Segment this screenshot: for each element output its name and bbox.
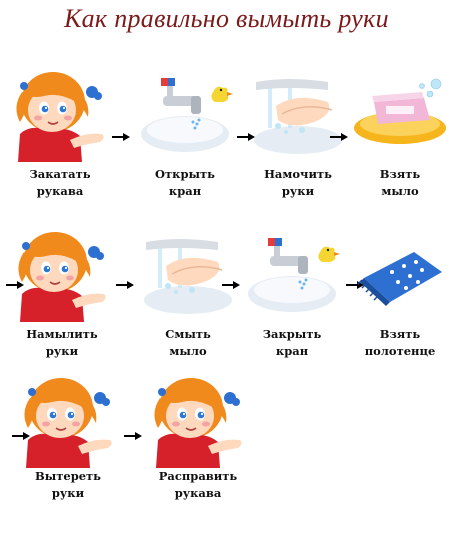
step-take-towel: Взять полотенце xyxy=(350,222,450,367)
arrow-right-icon xyxy=(112,133,130,141)
wet-hands-image xyxy=(248,62,348,162)
arrow-right-icon xyxy=(124,432,142,440)
step-caption: Взять полотенце xyxy=(346,326,453,360)
caption-line-1: Взять xyxy=(379,167,421,181)
step-open-tap: Открыть кран xyxy=(135,62,235,207)
caption-line-1: Открыть xyxy=(155,167,215,181)
caption-line-1: Взять xyxy=(379,327,421,341)
girl-drying-image xyxy=(18,368,118,468)
step-take-soap: Взять мыло xyxy=(350,62,450,207)
arrow-right-icon xyxy=(116,281,134,289)
towel-image xyxy=(350,222,450,322)
step-rinse-soap: Смыть мыло xyxy=(138,222,238,367)
step-roll-down-sleeves: Расправить рукава xyxy=(148,368,248,513)
caption-line-1: Закатать xyxy=(29,167,91,181)
caption-line-1: Смыть xyxy=(165,327,211,341)
caption-line-2: рукава xyxy=(36,184,84,198)
caption-line-2: руки xyxy=(281,184,315,198)
closed-tap-image xyxy=(242,222,342,322)
step-caption: Намылить руки xyxy=(8,326,116,360)
girl-smoothing-sleeves-image xyxy=(148,368,248,468)
caption-line-2: кран xyxy=(168,184,202,198)
caption-line-2: мыло xyxy=(381,184,419,198)
girl-rolling-sleeves-image xyxy=(10,62,110,162)
caption-line-1: Намылить xyxy=(26,327,98,341)
step-caption: Открыть кран xyxy=(131,166,239,200)
step-caption: Взять мыло xyxy=(346,166,453,200)
step-caption: Намочить руки xyxy=(244,166,352,200)
caption-line-1: Намочить xyxy=(264,167,332,181)
step-dry-hands: Вытереть руки xyxy=(18,368,118,513)
caption-line-2: руки xyxy=(45,344,79,358)
arrow-right-icon xyxy=(330,133,348,141)
step-caption: Закатать рукава xyxy=(6,166,114,200)
open-tap-image xyxy=(135,62,235,162)
caption-line-2: мыло xyxy=(169,344,207,358)
step-caption: Вытереть руки xyxy=(14,468,122,502)
rinse-hands-image xyxy=(138,222,238,322)
step-roll-up-sleeves: Закатать рукава xyxy=(10,62,110,207)
step-lather-hands: Намылить руки xyxy=(12,222,112,367)
page-title: Как правильно вымыть руки xyxy=(64,4,389,33)
soap-dish-image xyxy=(350,62,450,162)
girl-lathering-image xyxy=(12,222,112,322)
step-wet-hands: Намочить руки xyxy=(248,62,348,207)
caption-line-1: Закрыть xyxy=(262,327,322,341)
caption-line-2: рукава xyxy=(174,486,222,500)
arrow-right-icon xyxy=(222,281,240,289)
caption-line-2: руки xyxy=(51,486,85,500)
caption-line-1: Расправить xyxy=(158,469,238,483)
caption-line-1: Вытереть xyxy=(35,469,101,483)
step-caption: Смыть мыло xyxy=(134,326,242,360)
step-close-tap: Закрыть кран xyxy=(242,222,342,367)
step-caption: Закрыть кран xyxy=(238,326,346,360)
caption-line-2: кран xyxy=(275,344,309,358)
caption-line-2: полотенце xyxy=(364,344,436,358)
step-caption: Расправить рукава xyxy=(144,468,252,502)
